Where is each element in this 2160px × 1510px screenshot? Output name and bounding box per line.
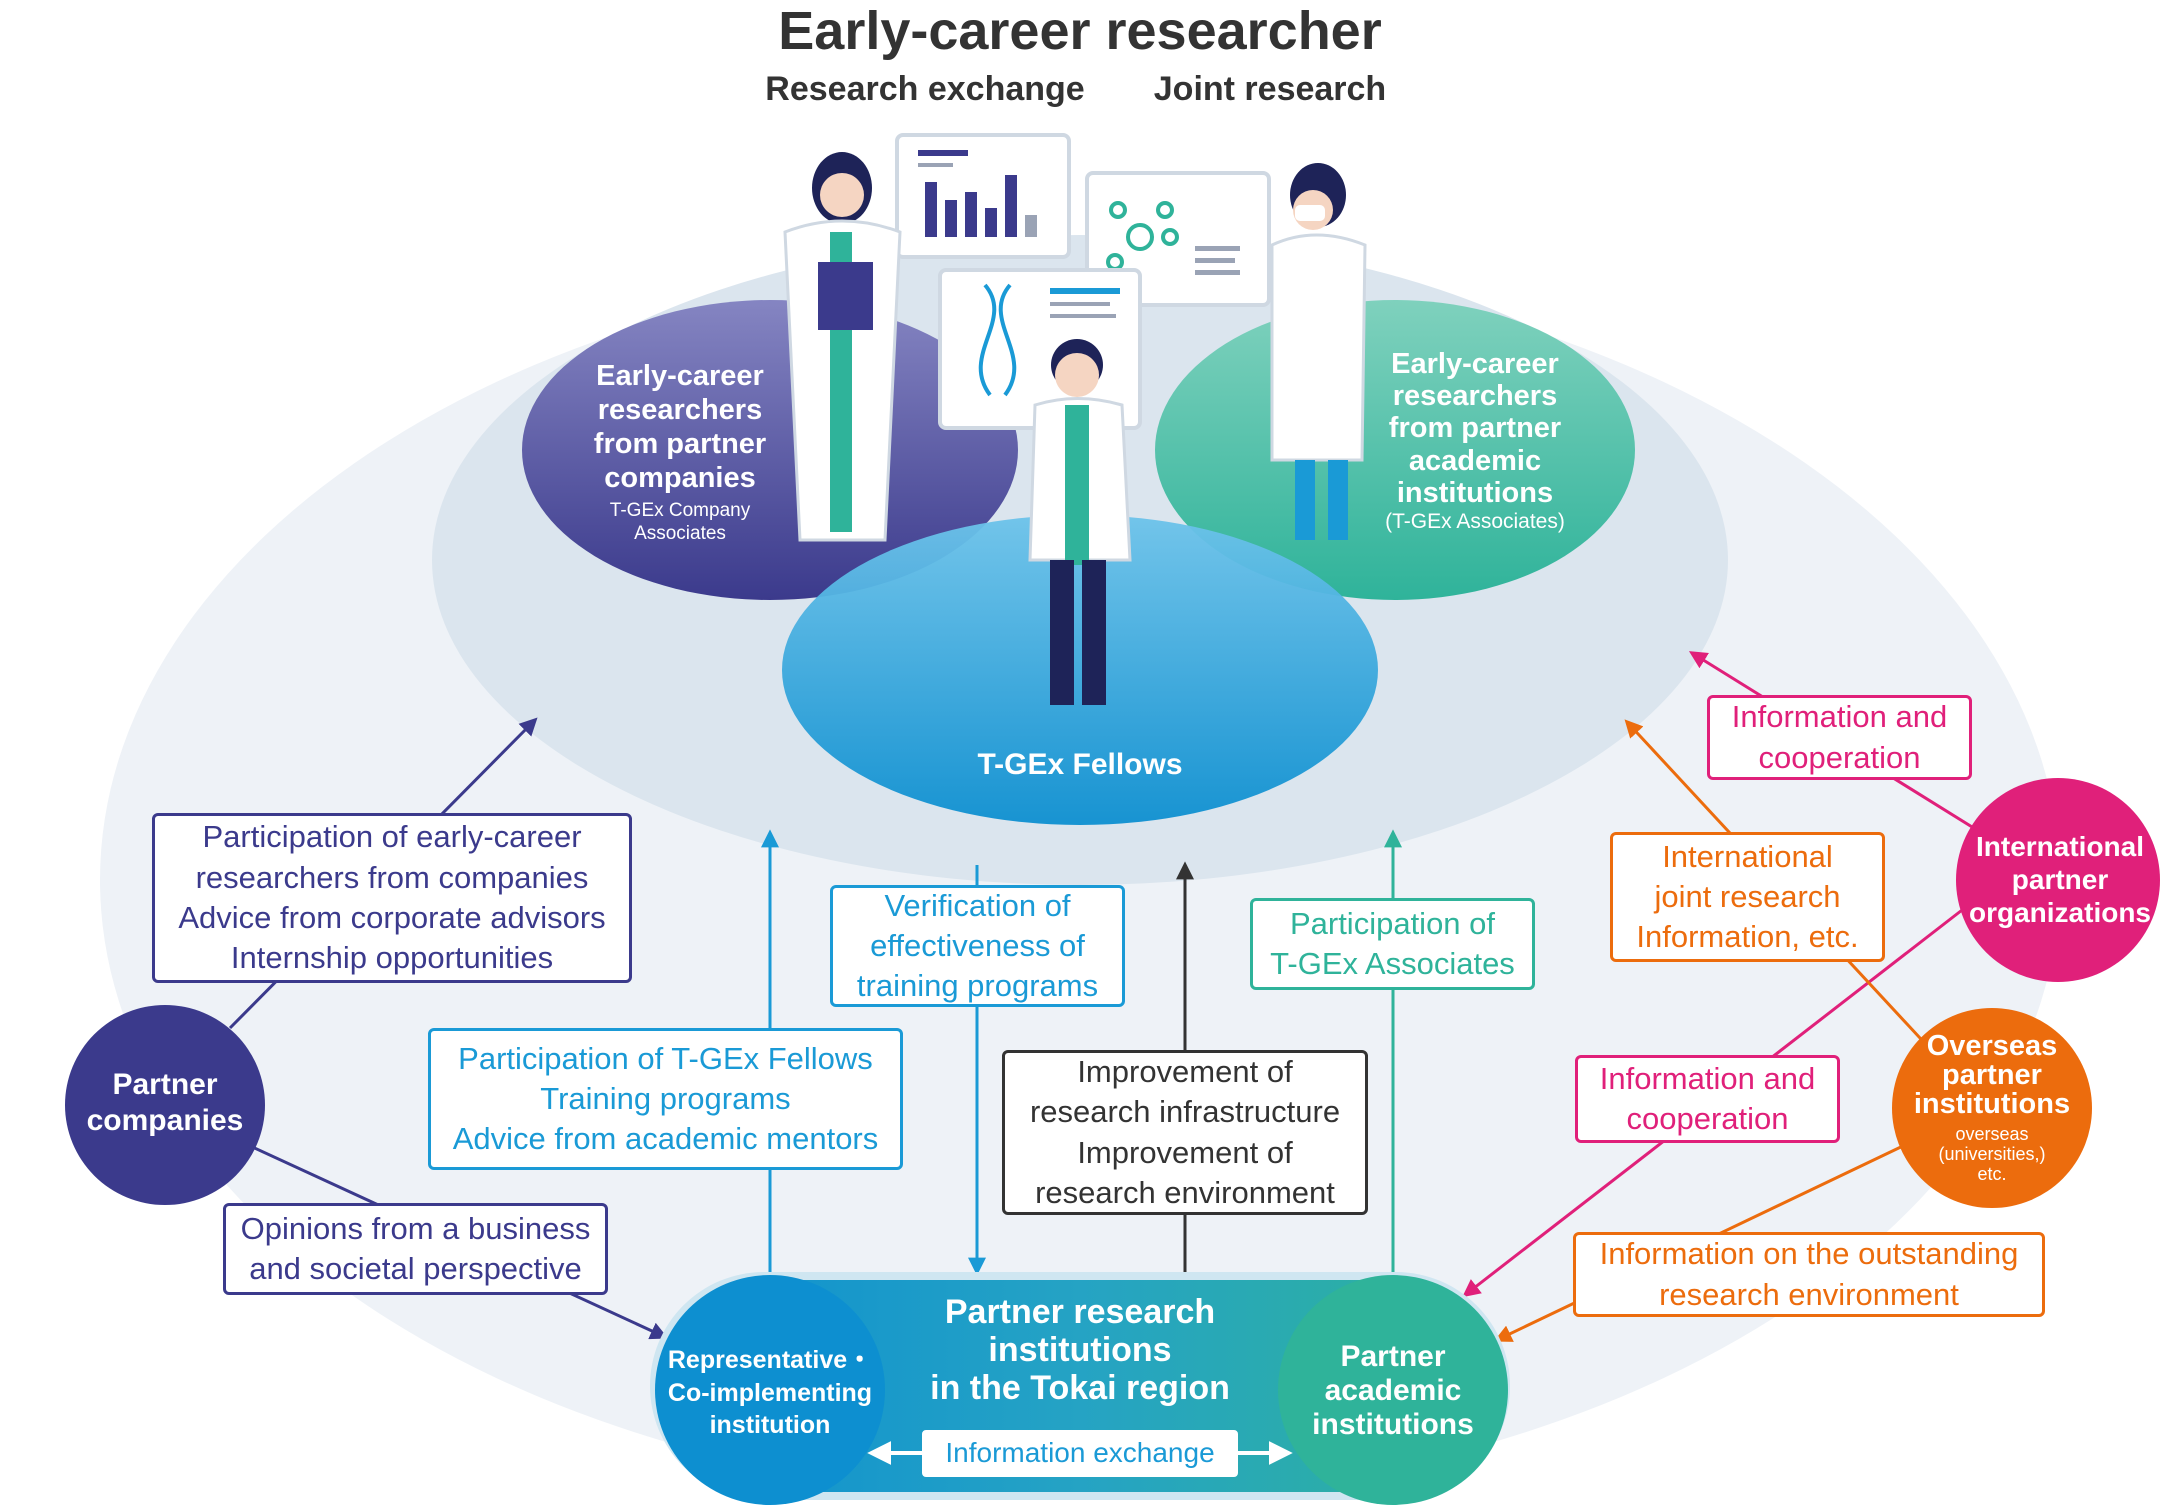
verification-box: Verification of effectiveness of trainin… — [830, 885, 1125, 1007]
infrastructure-box: Improvement of research infrastructure I… — [1002, 1050, 1368, 1215]
company-oval-label: Early-career researchers from partner co… — [593, 360, 767, 494]
representative-circle — [655, 1275, 885, 1505]
tokai-label: Partner research institutions in the Tok… — [930, 1293, 1230, 1408]
international-label: International partner organizations — [1968, 831, 2151, 929]
company-oval-sublabel: T-GEx Company Associates — [609, 500, 751, 544]
overseas-label: Overseas partner institutions — [1913, 1030, 2071, 1120]
partner-companies-label: Partner companies — [86, 1068, 244, 1137]
research-exchange-header: Research exchange — [765, 70, 1085, 108]
info-coop-mid-box: Information and cooperation — [1575, 1055, 1840, 1143]
researcher-woman-right-illustration — [1270, 163, 1367, 540]
outstanding-box: Information on the outstanding research … — [1573, 1232, 2045, 1317]
intl-joint-box: International joint research Information… — [1610, 832, 1885, 962]
company-participation-box: Participation of early-career researcher… — [152, 813, 632, 983]
international-circle — [1956, 778, 2160, 982]
fellows-oval — [782, 515, 1378, 825]
academic-oval-sublabel: (T-GEx Associates) — [1385, 510, 1565, 533]
overseas-circle — [1892, 1008, 2092, 1208]
researcher-man-center-illustration — [1028, 339, 1132, 705]
academic-oval-label: Early-career researchers from partner ac… — [1388, 348, 1562, 509]
overseas-sublabel: overseas (universities,) etc. — [1938, 1124, 2046, 1184]
associates-box: Participation of T-GEx Associates — [1250, 898, 1535, 990]
chart-panel-illustration — [895, 133, 1071, 259]
page-title: Early-career researcher — [778, 1, 1382, 61]
researcher-woman-left-illustration — [783, 152, 902, 542]
joint-research-header: Joint research — [1153, 70, 1387, 108]
opinions-box: Opinions from a business and societal pe… — [223, 1203, 608, 1295]
fellows-oval-label: T-GEx Fellows — [977, 748, 1183, 781]
partner-academic-circle — [1278, 1275, 1508, 1505]
fellows-participation-box: Participation of T-GEx Fellows Training … — [428, 1028, 903, 1170]
info-exchange-box: Information exchange — [922, 1430, 1238, 1477]
info-coop-top-box: Information and cooperation — [1707, 695, 1972, 780]
partner-academic-label: Partner academic institutions — [1312, 1340, 1474, 1442]
partner-companies-circle — [65, 1005, 265, 1205]
representative-label: Representative・ Co-implementing institut… — [667, 1346, 873, 1439]
